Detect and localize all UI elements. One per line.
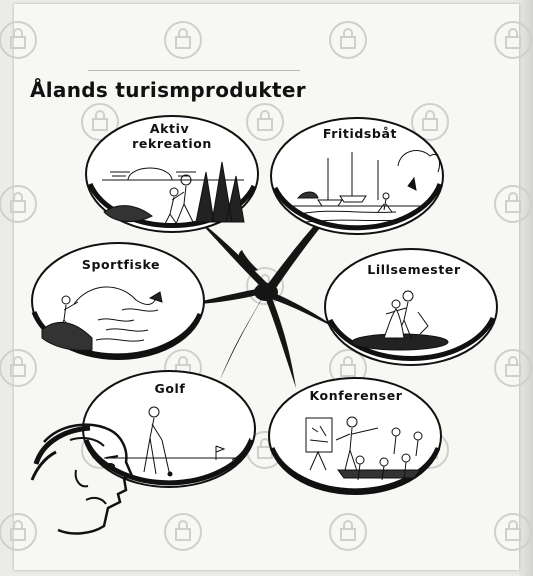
camera-lock-icon [329, 21, 367, 59]
camera-lock-icon [164, 513, 202, 551]
camera-lock-icon [81, 103, 119, 141]
boats-scene-icon [292, 150, 441, 223]
product-oval-lillsemester: Lillsemester [324, 248, 498, 366]
camera-lock-icon [494, 185, 532, 223]
golfer-icon [104, 406, 251, 477]
man-profile-icon [30, 423, 134, 535]
header-rule [88, 70, 300, 71]
product-label: Fritidsbåt [323, 126, 397, 141]
camera-lock-icon [329, 513, 367, 551]
camera-lock-icon [164, 21, 202, 59]
camera-lock-icon [0, 349, 37, 387]
product-label-line: rekreation [132, 136, 212, 151]
product-label-line: Konferenser [309, 388, 402, 403]
dancing-couple-icon [351, 290, 449, 351]
scan-edge-shadow [519, 0, 533, 576]
hiking-scene-icon [102, 161, 245, 227]
product-label-line: Sportfiske [82, 257, 160, 272]
product-oval-sportfiske: Sportfiske [31, 242, 205, 360]
camera-lock-icon [411, 103, 449, 141]
camera-lock-icon [0, 185, 37, 223]
product-oval-konferenser: Konferenser [268, 377, 442, 495]
camera-lock-icon [494, 21, 532, 59]
fishing-scene-icon [41, 286, 163, 351]
starfish-hub-icon [190, 192, 350, 388]
camera-lock-icon [494, 513, 532, 551]
product-label-line: Aktiv [150, 121, 189, 136]
camera-lock-icon [246, 103, 284, 141]
product-oval-aktiv-rekreation: Aktiv rekreation [85, 115, 259, 233]
camera-lock-icon [0, 513, 37, 551]
product-label-line: Lillsemester [367, 262, 461, 277]
product-label: Sportfiske [82, 257, 160, 272]
product-label-line: Fritidsbåt [323, 126, 397, 141]
camera-lock-icon [0, 21, 37, 59]
page-title: Ålands turismprodukter [30, 78, 306, 102]
product-label: Konferenser [309, 388, 402, 403]
product-label: Lillsemester [367, 262, 461, 277]
conference-scene-icon [305, 416, 423, 481]
product-label: Golf [155, 381, 186, 396]
product-label-line: Golf [155, 381, 186, 396]
product-label: Aktiv rekreation [132, 121, 212, 151]
camera-lock-icon [494, 349, 532, 387]
product-oval-fritidsbat: Fritidsbåt [270, 117, 444, 235]
